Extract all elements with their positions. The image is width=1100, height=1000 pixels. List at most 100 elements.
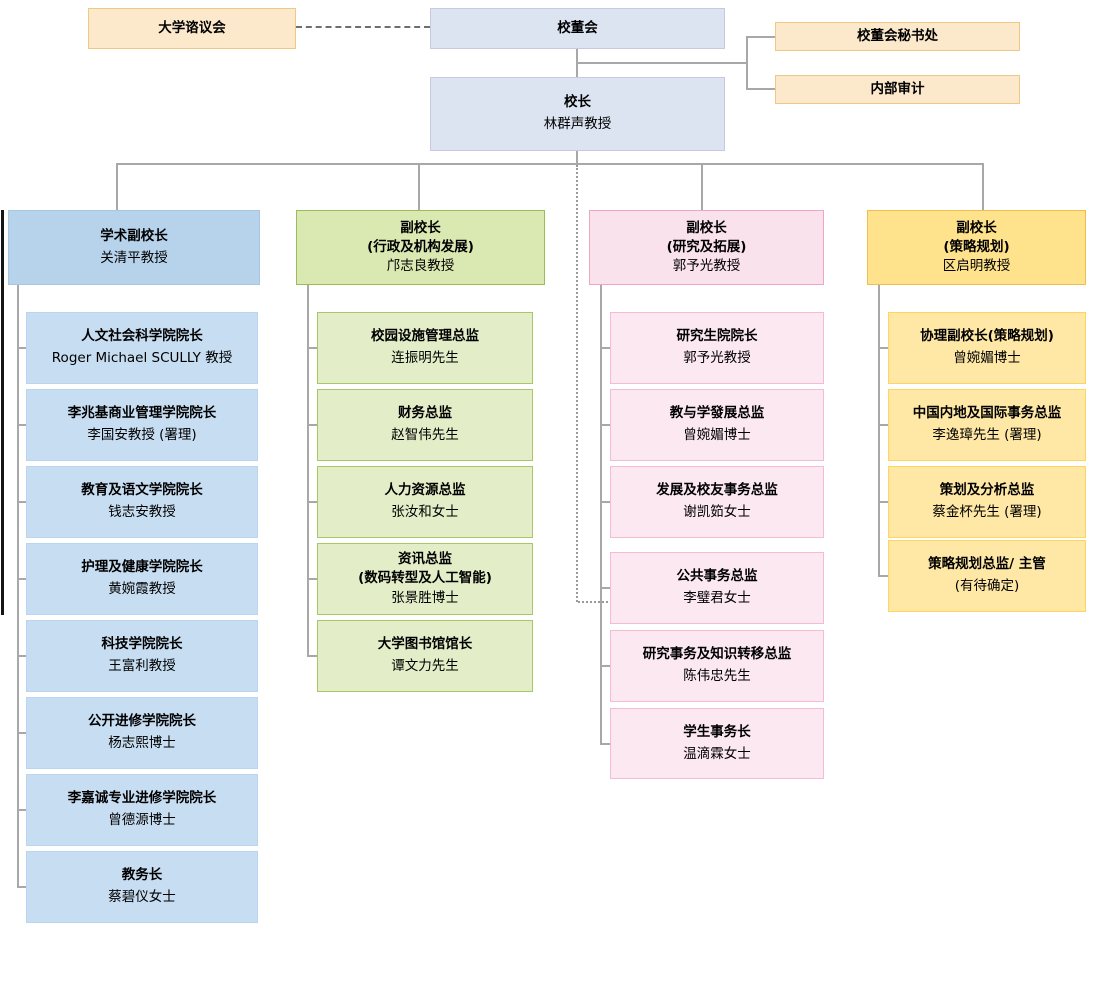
director-human-resources-name: 张汝和女士 xyxy=(391,504,459,520)
director-it-subtitle: (数码转型及人工智能) xyxy=(358,570,492,587)
left-edge-bar xyxy=(1,210,4,615)
dean-education-languages-box: 教育及语文学院院长 钱志安教授 xyxy=(26,466,258,538)
dean-nursing-health-box: 护理及健康学院院长 黄婉霞教授 xyxy=(26,543,258,615)
dean-science-technology-name: 王富利教授 xyxy=(108,658,176,674)
connector-stub-audit xyxy=(746,88,775,90)
dean-of-students-name: 温滴霖女士 xyxy=(683,745,751,762)
director-public-affairs-box: 公共事务总监 李璧君女士 xyxy=(610,552,824,624)
connector-drop-strategic xyxy=(982,163,984,211)
dean-education-languages-title: 教育及语文学院院长 xyxy=(81,482,203,499)
connector-drop-research xyxy=(701,163,703,211)
stub-col2-item3 xyxy=(600,587,610,589)
president-name: 林群声教授 xyxy=(543,116,612,132)
dean-nursing-health-title: 护理及健康学院院长 xyxy=(81,559,203,576)
stub-col2-item2 xyxy=(600,501,610,503)
stub-col1-item3 xyxy=(307,578,317,580)
associate-vp-name: 曾婉媚博士 xyxy=(953,350,1021,366)
internal-audit-label: 内部审计 xyxy=(870,80,925,97)
council-label: 校董会 xyxy=(557,19,598,36)
director-campus-facilities-name: 连振明先生 xyxy=(391,350,459,366)
stub-col3-item0 xyxy=(878,347,888,349)
dean-lipace-name: 曾德源博士 xyxy=(108,812,176,828)
stub-col0-item0 xyxy=(17,347,26,349)
connector-stub-secretariat xyxy=(746,36,775,38)
connector-dashed-council-board xyxy=(296,26,430,28)
dean-science-technology-title: 科技学院院长 xyxy=(101,636,183,653)
vp-strategic-planning-box: 副校长 (策略规划) 区启明教授 xyxy=(867,210,1086,285)
stub-col0-item4 xyxy=(17,655,26,657)
vp-academic-box: 学术副校长 关清平教授 xyxy=(8,210,260,285)
spine-admin xyxy=(307,285,309,656)
stub-col1-item2 xyxy=(307,501,317,503)
president-box: 校长 林群声教授 xyxy=(430,77,725,151)
dean-education-languages-name: 钱志安教授 xyxy=(108,504,176,520)
director-campus-facilities-box: 校园设施管理总监 连振明先生 xyxy=(317,312,533,384)
stub-col0-item5 xyxy=(17,732,26,734)
spine-research xyxy=(600,285,602,744)
connector-dotted-vertical xyxy=(576,165,578,602)
dean-of-students-title: 学生事务长 xyxy=(683,723,751,740)
director-rkt-name: 陈伟忠先生 xyxy=(683,668,751,684)
vp-research-title: 副校长 xyxy=(686,219,727,236)
vp-academic-title: 学术副校长 xyxy=(100,227,168,244)
university-advisory-council-box: 大学谘议会 xyxy=(88,8,296,49)
connector-drop-admin xyxy=(418,163,420,211)
dean-lipace-title: 李嘉诚专业进修学院院长 xyxy=(67,790,217,807)
stub-col3-item2 xyxy=(878,501,888,503)
vp-strategic-title: 副校长 xyxy=(956,219,997,236)
director-mainland-international-title: 中国内地及国际事务总监 xyxy=(912,405,1062,422)
dean-open-learning-box: 公开进修学院院长 杨志熙博士 xyxy=(26,697,258,769)
director-development-alumni-box: 发展及校友事务总监 谢凯筎女士 xyxy=(610,466,824,538)
vp-research-name: 郭予光教授 xyxy=(672,258,741,275)
dean-arts-social-sciences-box: 人文社会科学院院长 Roger Michael SCULLY 教授 xyxy=(26,312,258,384)
director-planning-analytics-box: 策划及分析总监 蔡金杯先生 (署理) xyxy=(888,466,1086,538)
dean-business-title: 李兆基商业管理学院院长 xyxy=(67,405,217,422)
university-librarian-box: 大学图书馆馆长 谭文力先生 xyxy=(317,620,533,692)
dean-arts-social-sciences-name: Roger Michael SCULLY 教授 xyxy=(51,350,233,366)
director-development-alumni-name: 谢凯筎女士 xyxy=(683,504,751,520)
dean-science-technology-box: 科技学院院长 王富利教授 xyxy=(26,620,258,692)
director-planning-analytics-name: 蔡金杯先生 (署理) xyxy=(932,504,1042,520)
dean-graduate-school-title: 研究生院院长 xyxy=(676,328,758,345)
director-human-resources-box: 人力资源总监 张汝和女士 xyxy=(317,466,533,538)
director-planning-analytics-title: 策划及分析总监 xyxy=(939,482,1035,499)
university-librarian-title: 大学图书馆馆长 xyxy=(377,636,473,653)
director-human-resources-title: 人力资源总监 xyxy=(384,482,466,499)
stub-col1-item0 xyxy=(307,347,317,349)
director-mainland-international-name: 李逸璋先生 (署理) xyxy=(932,427,1042,443)
stub-col0-item1 xyxy=(17,424,26,426)
vp-research-subtitle: (研究及拓展) xyxy=(666,238,747,255)
university-advisory-council-label: 大学谘议会 xyxy=(158,19,226,36)
stub-col3-item1 xyxy=(878,424,888,426)
registrar-title: 教务长 xyxy=(121,867,163,884)
stub-col3-item3 xyxy=(878,575,888,577)
registrar-box: 教务长 蔡碧仪女士 xyxy=(26,851,258,923)
director-strategic-planning-box: 策略规划总监/ 主管 (有待确定) xyxy=(888,540,1086,612)
stub-col1-item4 xyxy=(307,655,317,657)
stub-col1-item1 xyxy=(307,424,317,426)
dean-business-box: 李兆基商业管理学院院长 李国安教授 (署理) xyxy=(26,389,258,461)
stub-col0-item2 xyxy=(17,501,26,503)
connector-bracket-vertical xyxy=(746,36,748,90)
director-it-title: 资讯总监 xyxy=(398,551,452,568)
council-secretariat-label: 校董会秘书处 xyxy=(857,27,938,44)
associate-vp-strategic-planning-box: 协理副校长(策略规划) 曾婉媚博士 xyxy=(888,312,1086,384)
dean-lipace-box: 李嘉诚专业进修学院院长 曾德源博士 xyxy=(26,774,258,846)
dean-open-learning-name: 杨志熙博士 xyxy=(108,735,176,751)
internal-audit-box: 内部审计 xyxy=(775,75,1020,104)
dean-arts-social-sciences-title: 人文社会科学院院长 xyxy=(81,328,203,345)
spine-strategic xyxy=(878,285,880,576)
vp-admin-name: 邝志良教授 xyxy=(386,258,455,275)
connector-dotted-horizontal xyxy=(578,601,612,603)
dean-open-learning-title: 公开进修学院院长 xyxy=(88,713,196,730)
stub-col0-item3 xyxy=(17,578,26,580)
director-teaching-learning-box: 教与学發展总监 曾婉媚博士 xyxy=(610,389,824,461)
connector-main-horizontal xyxy=(116,163,983,165)
director-strategic-planning-name: (有待确定) xyxy=(954,578,1020,594)
director-finance-title: 财务总监 xyxy=(398,405,452,422)
stub-col0-item7 xyxy=(17,886,26,888)
director-teaching-learning-title: 教与学發展总监 xyxy=(669,405,765,422)
director-finance-box: 财务总监 赵智伟先生 xyxy=(317,389,533,461)
council-box: 校董会 xyxy=(430,8,725,49)
